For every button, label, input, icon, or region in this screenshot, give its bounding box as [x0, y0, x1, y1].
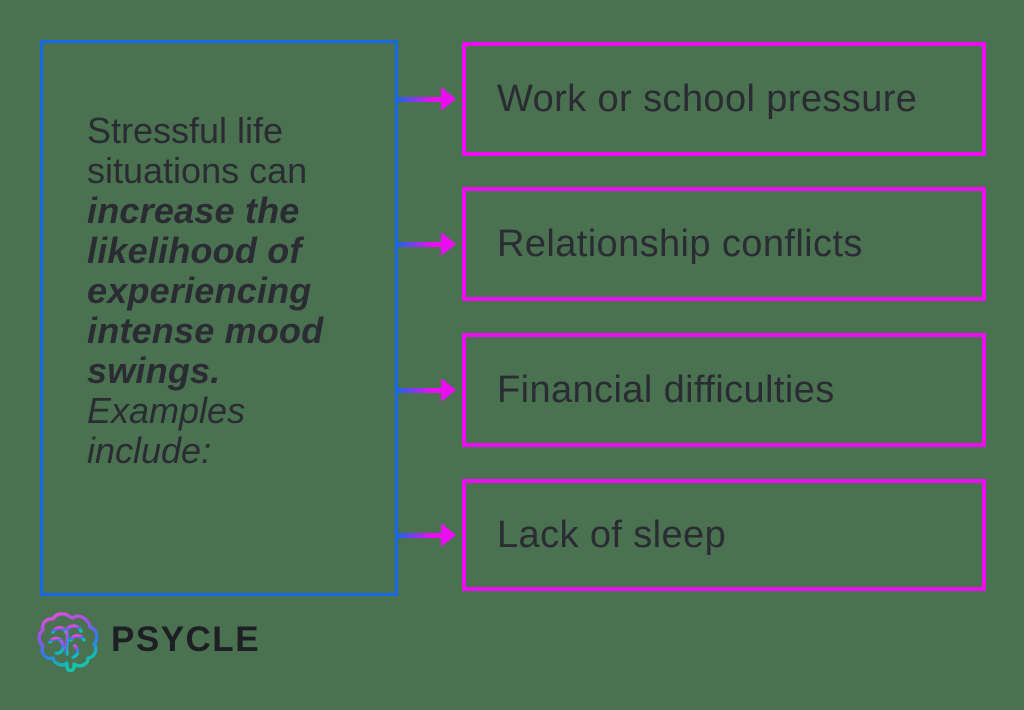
stressful-situations-text: Stressful life situations can increase t… — [87, 111, 367, 471]
arrow-head — [441, 378, 456, 402]
arrow-shaft — [397, 388, 443, 393]
cause-label: Lack of sleep — [497, 513, 727, 556]
cause-label: Relationship conflicts — [497, 222, 863, 265]
arrow-icon — [397, 523, 457, 547]
text-line-emphasis: swings. — [87, 350, 221, 391]
text-line-emphasis: increase the — [87, 190, 300, 231]
text-line-emphasis: likelihood of — [87, 230, 302, 271]
cause-box-work-school: Work or school pressure — [462, 42, 986, 156]
arrow-shaft — [397, 242, 443, 247]
stressful-situations-box: Stressful life situations can increase t… — [40, 40, 398, 596]
brain-icon — [37, 612, 99, 672]
arrow-shaft — [397, 97, 443, 102]
text-line-emphasis: experiencing — [87, 270, 312, 311]
arrow-icon — [397, 232, 457, 256]
text-line-examples: include: — [87, 430, 212, 471]
text-line: Stressful life — [87, 110, 284, 151]
arrow-head — [441, 523, 456, 547]
cause-box-relationship: Relationship conflicts — [462, 187, 986, 301]
text-line-emphasis: intense mood — [87, 310, 324, 351]
cause-label: Work or school pressure — [497, 77, 918, 120]
cause-label: Financial difficulties — [497, 368, 835, 411]
cause-box-financial: Financial difficulties — [462, 333, 986, 447]
brand-wordmark: PSYCLE — [111, 620, 261, 659]
cause-box-sleep: Lack of sleep — [462, 479, 986, 591]
text-line-examples: Examples — [87, 390, 246, 431]
arrow-shaft — [397, 533, 443, 538]
arrow-head — [441, 87, 456, 111]
arrow-head — [441, 232, 456, 256]
psycle-logo: PSYCLE — [37, 608, 357, 674]
arrow-icon — [397, 378, 457, 402]
arrow-icon — [397, 87, 457, 111]
text-line: situations can — [87, 150, 308, 191]
